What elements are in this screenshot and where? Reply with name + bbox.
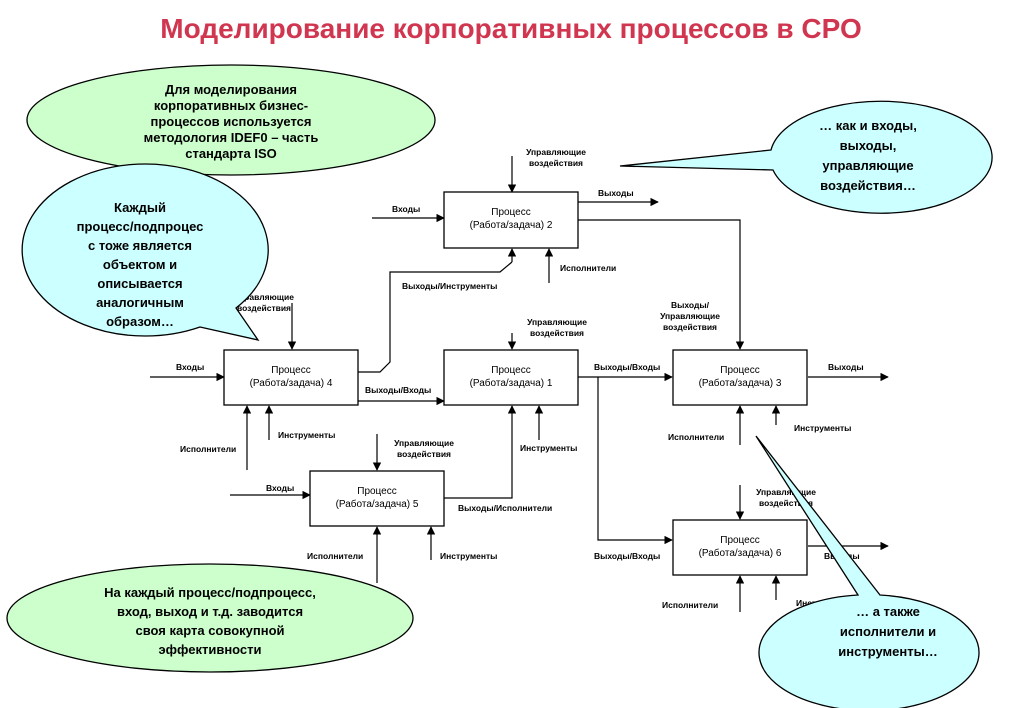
svg-text:стандарта ISO: стандарта ISO xyxy=(185,146,277,161)
label-p6-inputs: Выходы/Входы xyxy=(594,551,660,561)
label-p1-to-p3: Выходы/Входы xyxy=(594,362,660,372)
svg-text:управляющие: управляющие xyxy=(822,158,913,173)
label-p2-performers: Исполнители xyxy=(560,263,616,273)
svg-text:(Работа/задача) 4: (Работа/задача) 4 xyxy=(250,377,333,389)
svg-text:(Работа/задача) 2: (Работа/задача) 2 xyxy=(470,219,553,231)
svg-text:вход, выход и т.д. заводится: вход, выход и т.д. заводится xyxy=(117,604,303,619)
label-p4-tools: Инструменты xyxy=(278,430,335,440)
svg-text:своя карта совокупной: своя карта совокупной xyxy=(135,623,284,638)
label-p4-inputs: Входы xyxy=(176,362,204,372)
label-p4-to-p1: Выходы/Входы xyxy=(365,385,431,395)
svg-text:образом…: образом… xyxy=(106,314,174,329)
label-p1-control: Управляющие xyxy=(527,317,587,327)
svg-text:Управляющие: Управляющие xyxy=(660,311,720,321)
svg-text:На каждый процесс/подпроцесс,: На каждый процесс/подпроцесс, xyxy=(104,585,316,600)
svg-text:воздействия…: воздействия… xyxy=(820,178,916,193)
page-title: Моделирование корпоративных процессов в … xyxy=(160,13,861,44)
svg-text:Каждый: Каждый xyxy=(114,200,166,215)
svg-text:воздействия: воздействия xyxy=(237,303,291,313)
svg-text:исполнители и: исполнители и xyxy=(840,624,936,639)
svg-text:(Работа/задача) 1: (Работа/задача) 1 xyxy=(470,377,553,389)
label-p5-control: Управляющие xyxy=(394,438,454,448)
svg-text:… а также: … а также xyxy=(856,604,920,619)
process-box-6: Процесс (Работа/задача) 6 xyxy=(672,519,808,576)
svg-text:Процесс: Процесс xyxy=(491,207,531,218)
label-p1-tools: Инструменты xyxy=(520,443,577,453)
svg-text:инструменты…: инструменты… xyxy=(838,644,937,659)
label-p3-performers: Исполнители xyxy=(668,432,724,442)
process-box-4: Процесс (Работа/задача) 4 xyxy=(223,349,359,406)
label-outputs-tools: Выходы/Инструменты xyxy=(402,281,497,291)
callout-idef0: Для моделирования корпоративных бизнес- … xyxy=(26,64,436,176)
label-p3-tools: Инструменты xyxy=(794,423,851,433)
label-p2-inputs: Входы xyxy=(392,204,420,214)
process-box-1: Процесс (Работа/задача) 1 xyxy=(443,349,579,406)
label-p5-tools: Инструменты xyxy=(440,551,497,561)
svg-text:(Работа/задача) 5: (Работа/задача) 5 xyxy=(336,498,419,510)
svg-text:воздействия: воздействия xyxy=(663,322,717,332)
callout-subprocess: Каждый процесс/подпроцес с тоже является… xyxy=(21,163,269,341)
svg-text:выходы,: выходы, xyxy=(840,138,897,153)
label-p3-outputs: Выходы xyxy=(828,362,864,372)
svg-text:эффективности: эффективности xyxy=(158,642,261,657)
callout-efficiency-card: На каждый процесс/подпроцесс, вход, выхо… xyxy=(6,563,414,673)
label-p5-performers: Исполнители xyxy=(307,551,363,561)
svg-text:объектом и: объектом и xyxy=(103,257,177,272)
svg-text:Процесс: Процесс xyxy=(720,535,760,546)
svg-text:(Работа/задача) 6: (Работа/задача) 6 xyxy=(699,547,782,559)
svg-text:корпоративных бизнес-: корпоративных бизнес- xyxy=(154,98,308,113)
label-p3-control: Выходы/ xyxy=(671,300,710,310)
svg-text:методология IDEF0 – часть: методология IDEF0 – часть xyxy=(144,130,319,145)
label-p4-control: Управляющие xyxy=(234,292,294,302)
svg-text:(Работа/задача) 3: (Работа/задача) 3 xyxy=(699,377,782,389)
svg-text:аналогичным: аналогичным xyxy=(96,295,184,310)
svg-text:процессов используется: процессов используется xyxy=(151,114,312,129)
svg-text:процесс/подпроцес: процесс/подпроцес xyxy=(77,219,204,234)
svg-text:с тоже является: с тоже является xyxy=(88,238,192,253)
label-p5-inputs: Входы xyxy=(266,483,294,493)
svg-text:… как и входы,: … как и входы, xyxy=(819,118,917,133)
callout-performers-tools: … а также исполнители и инструменты… xyxy=(755,435,980,708)
svg-text:Процесс: Процесс xyxy=(271,365,311,376)
label-p2-control: Управляющие xyxy=(526,147,586,157)
label-p6-performers: Исполнители xyxy=(662,600,718,610)
label-p5-outputs: Выходы/Исполнители xyxy=(458,503,552,513)
svg-text:воздействия: воздействия xyxy=(759,498,813,508)
label-p4-performers: Исполнители xyxy=(180,444,236,454)
svg-text:воздействия: воздействия xyxy=(530,328,584,338)
svg-text:воздействия: воздействия xyxy=(529,158,583,168)
label-p2-outputs: Выходы xyxy=(598,188,634,198)
svg-text:Процесс: Процесс xyxy=(491,365,531,376)
svg-text:Процесс: Процесс xyxy=(357,486,397,497)
svg-text:описывается: описывается xyxy=(97,276,182,291)
process-box-5: Процесс (Работа/задача) 5 xyxy=(309,470,445,527)
callout-inputs-outputs: … как и входы, выходы, управляющие возде… xyxy=(619,100,993,214)
connections xyxy=(150,156,889,612)
svg-text:воздействия: воздействия xyxy=(397,449,451,459)
process-box-3: Процесс (Работа/задача) 3 xyxy=(672,349,808,406)
svg-text:Для моделирования: Для моделирования xyxy=(165,82,297,97)
label-p6-control: Управляющие xyxy=(756,487,816,497)
svg-text:Процесс: Процесс xyxy=(720,365,760,376)
process-box-2: Процесс (Работа/задача) 2 xyxy=(443,191,579,249)
